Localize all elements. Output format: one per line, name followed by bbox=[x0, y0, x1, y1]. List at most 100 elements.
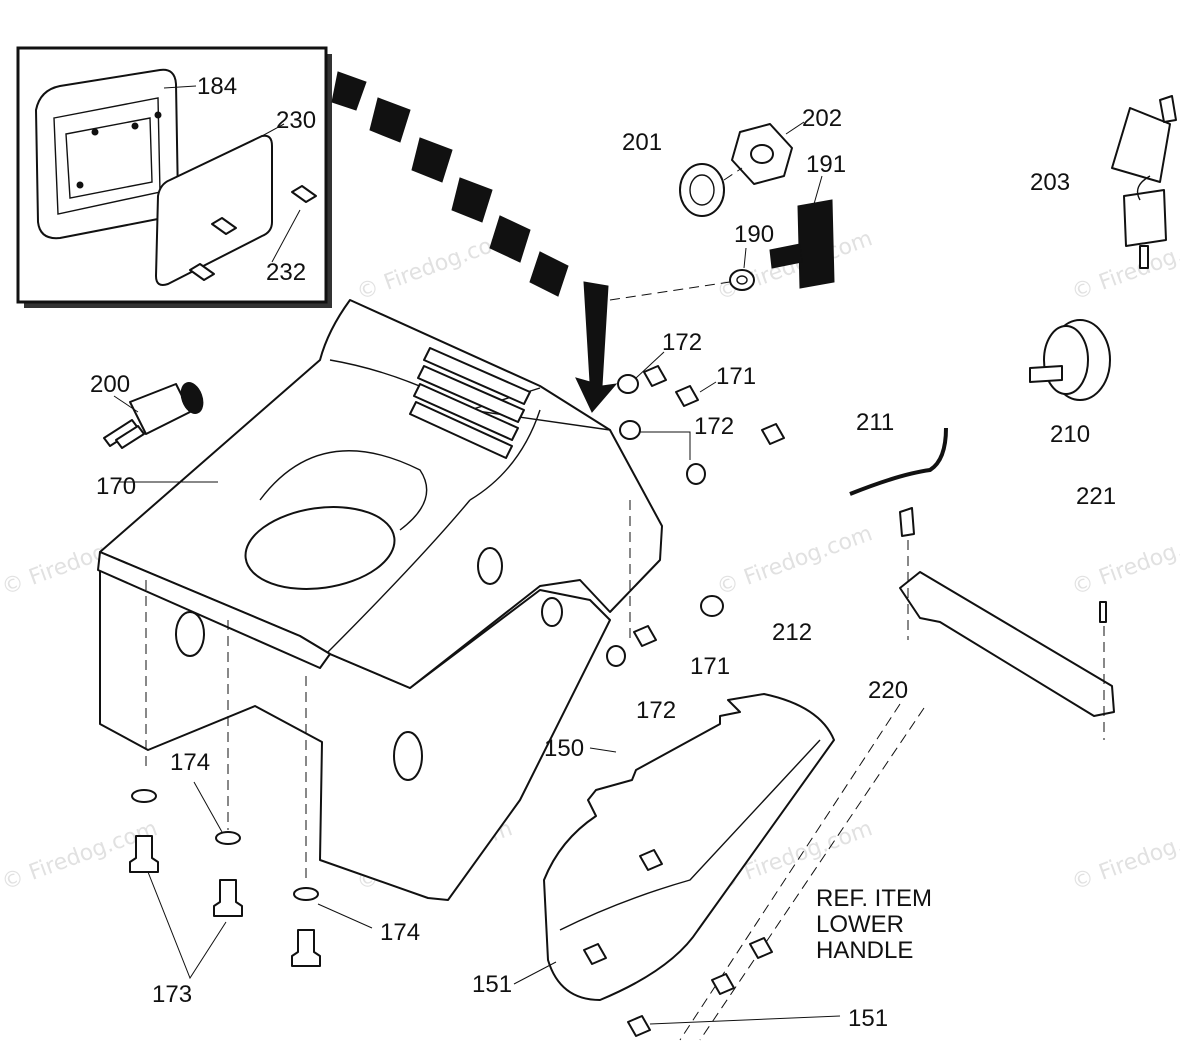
arrow-dash bbox=[411, 137, 453, 183]
screw-icon bbox=[761, 423, 785, 445]
cover-rim bbox=[559, 739, 821, 931]
note-line-3: HANDLE bbox=[816, 937, 913, 964]
leader-151b bbox=[649, 1015, 841, 1025]
label-174b: 174 bbox=[380, 919, 420, 946]
leader-173 bbox=[147, 871, 227, 980]
vent-slot bbox=[409, 401, 513, 459]
key-blade bbox=[1159, 95, 1177, 123]
label-230: 230 bbox=[276, 107, 316, 134]
housing-hole bbox=[541, 597, 563, 627]
leader-232 bbox=[271, 209, 301, 263]
label-201: 201 bbox=[622, 129, 662, 156]
label-151a: 151 bbox=[472, 971, 512, 998]
reference-note: REF. ITEM LOWER HANDLE bbox=[816, 885, 932, 964]
label-232: 232 bbox=[266, 259, 306, 286]
label-202: 202 bbox=[802, 105, 842, 132]
handle-line bbox=[679, 703, 901, 1041]
knob-191 bbox=[797, 199, 835, 289]
screw-icon bbox=[211, 217, 237, 235]
inset-hole bbox=[91, 128, 99, 136]
washer-190 bbox=[729, 269, 755, 291]
inset-hole bbox=[154, 111, 162, 119]
leader-150 bbox=[589, 747, 617, 753]
label-151b: 151 bbox=[848, 1005, 888, 1032]
housing-lip bbox=[97, 551, 331, 669]
arrow-dash bbox=[331, 71, 367, 111]
leader-191 bbox=[813, 175, 823, 205]
cover-shell bbox=[543, 693, 835, 1001]
label-172b: 172 bbox=[694, 413, 734, 440]
belt-cover-150: 150 151 151 bbox=[472, 693, 888, 1037]
label-184: 184 bbox=[197, 73, 237, 100]
housing-hole bbox=[175, 611, 205, 657]
bolt-221 bbox=[899, 507, 915, 537]
label-172a: 172 bbox=[662, 329, 702, 356]
leader-171a bbox=[699, 381, 717, 393]
note-line-2: LOWER bbox=[816, 911, 904, 938]
leader-174b bbox=[317, 903, 373, 929]
washer-174 bbox=[215, 831, 241, 845]
key-switch-200: 200 bbox=[90, 371, 204, 449]
housing-hole bbox=[477, 547, 503, 585]
handle-line bbox=[699, 707, 925, 1041]
centerline bbox=[609, 281, 731, 301]
label-171a: 171 bbox=[716, 363, 756, 390]
bolt-173 bbox=[213, 879, 243, 917]
leader-230 bbox=[261, 123, 285, 137]
key-ring bbox=[1136, 175, 1151, 201]
main-housing: 170 bbox=[96, 299, 663, 901]
leader-172a bbox=[635, 351, 665, 379]
leader-151a bbox=[513, 961, 557, 985]
washer-172 bbox=[619, 420, 641, 440]
screw-icon bbox=[583, 943, 607, 965]
label-191: 191 bbox=[806, 151, 846, 178]
arrow-head bbox=[575, 281, 618, 413]
label-211: 211 bbox=[856, 409, 894, 436]
screw-icon bbox=[711, 973, 735, 995]
housing-hole bbox=[393, 731, 423, 781]
washer-172 bbox=[617, 374, 639, 394]
vent-slots bbox=[409, 347, 531, 459]
watermark: © Firedog.com bbox=[1069, 521, 1180, 600]
opening-rim bbox=[259, 450, 428, 531]
shroud-edge bbox=[469, 409, 611, 431]
screw-icon bbox=[189, 263, 215, 281]
screw-icon bbox=[633, 625, 657, 647]
leader-172b bbox=[640, 431, 691, 460]
label-212: 212 bbox=[772, 619, 812, 646]
arrow-dash bbox=[369, 97, 411, 143]
knob-shaft bbox=[769, 243, 803, 269]
leader-202 bbox=[785, 121, 805, 135]
key-tag bbox=[1123, 189, 1167, 247]
leader-200 bbox=[113, 395, 139, 413]
screw-icon bbox=[749, 937, 773, 959]
knob-shaft bbox=[1029, 365, 1063, 383]
inset-detail: 184 230 232 bbox=[16, 46, 332, 308]
bolt-221 bbox=[1099, 601, 1107, 623]
vent-slot bbox=[417, 365, 525, 423]
vent-slot bbox=[423, 347, 531, 405]
label-150: 150 bbox=[544, 735, 584, 762]
screw-icon bbox=[643, 365, 667, 387]
bushing-212 bbox=[700, 595, 724, 617]
label-173: 173 bbox=[152, 981, 192, 1008]
bracket-220: 221 220 bbox=[679, 483, 1116, 1041]
leader-174a bbox=[193, 781, 223, 833]
label-174a: 174 bbox=[170, 749, 210, 776]
washer-174 bbox=[131, 789, 157, 803]
fasteners-upper: 172 171 172 bbox=[617, 329, 785, 485]
cover-plate bbox=[155, 134, 273, 286]
washer-172 bbox=[686, 463, 706, 485]
label-170: 170 bbox=[96, 473, 136, 500]
switch-terminal bbox=[115, 425, 145, 449]
leader-190 bbox=[743, 247, 747, 269]
watermark: © Firedog.com bbox=[354, 226, 516, 305]
vent-slot bbox=[413, 383, 519, 441]
bolt-173 bbox=[129, 835, 159, 873]
housing-opening bbox=[244, 506, 396, 590]
arrow-dash bbox=[489, 215, 531, 263]
centerline bbox=[723, 167, 743, 181]
inset-hole bbox=[76, 181, 84, 189]
cable bbox=[849, 427, 948, 496]
shroud-fold bbox=[469, 409, 541, 501]
